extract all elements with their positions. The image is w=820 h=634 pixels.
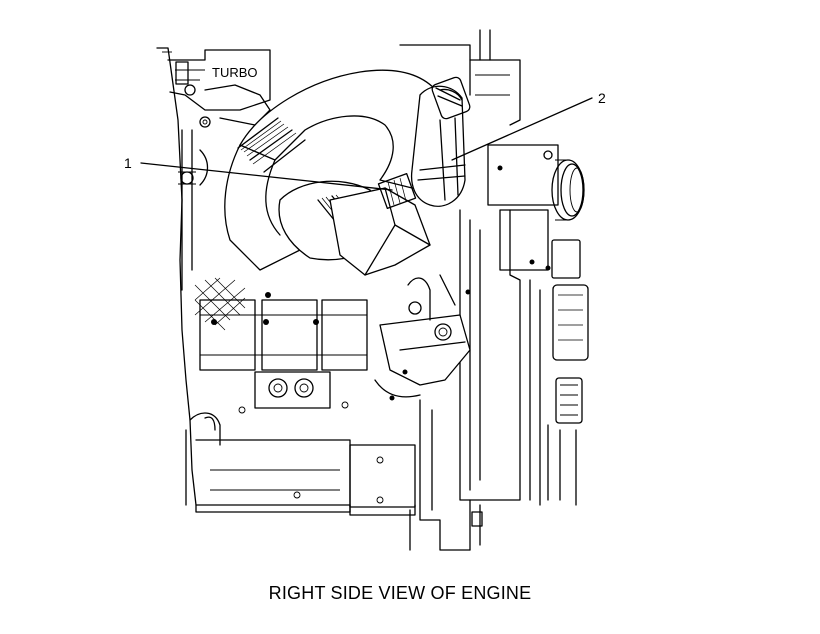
air-inlet-elbow: [224, 69, 471, 276]
callouts: 1 2: [124, 90, 606, 191]
turbocharger: TURBO: [167, 49, 271, 291]
callout-2-leader: [451, 97, 593, 161]
diagram-caption: RIGHT SIDE VIEW OF ENGINE: [268, 583, 532, 603]
callout-2-number: 2: [598, 90, 606, 106]
right-accessories: [349, 29, 589, 551]
turbo-label: TURBO: [212, 65, 258, 80]
callout-1-leader: [140, 162, 393, 191]
engine-block: [156, 47, 368, 513]
callout-1-number: 1: [124, 155, 132, 171]
